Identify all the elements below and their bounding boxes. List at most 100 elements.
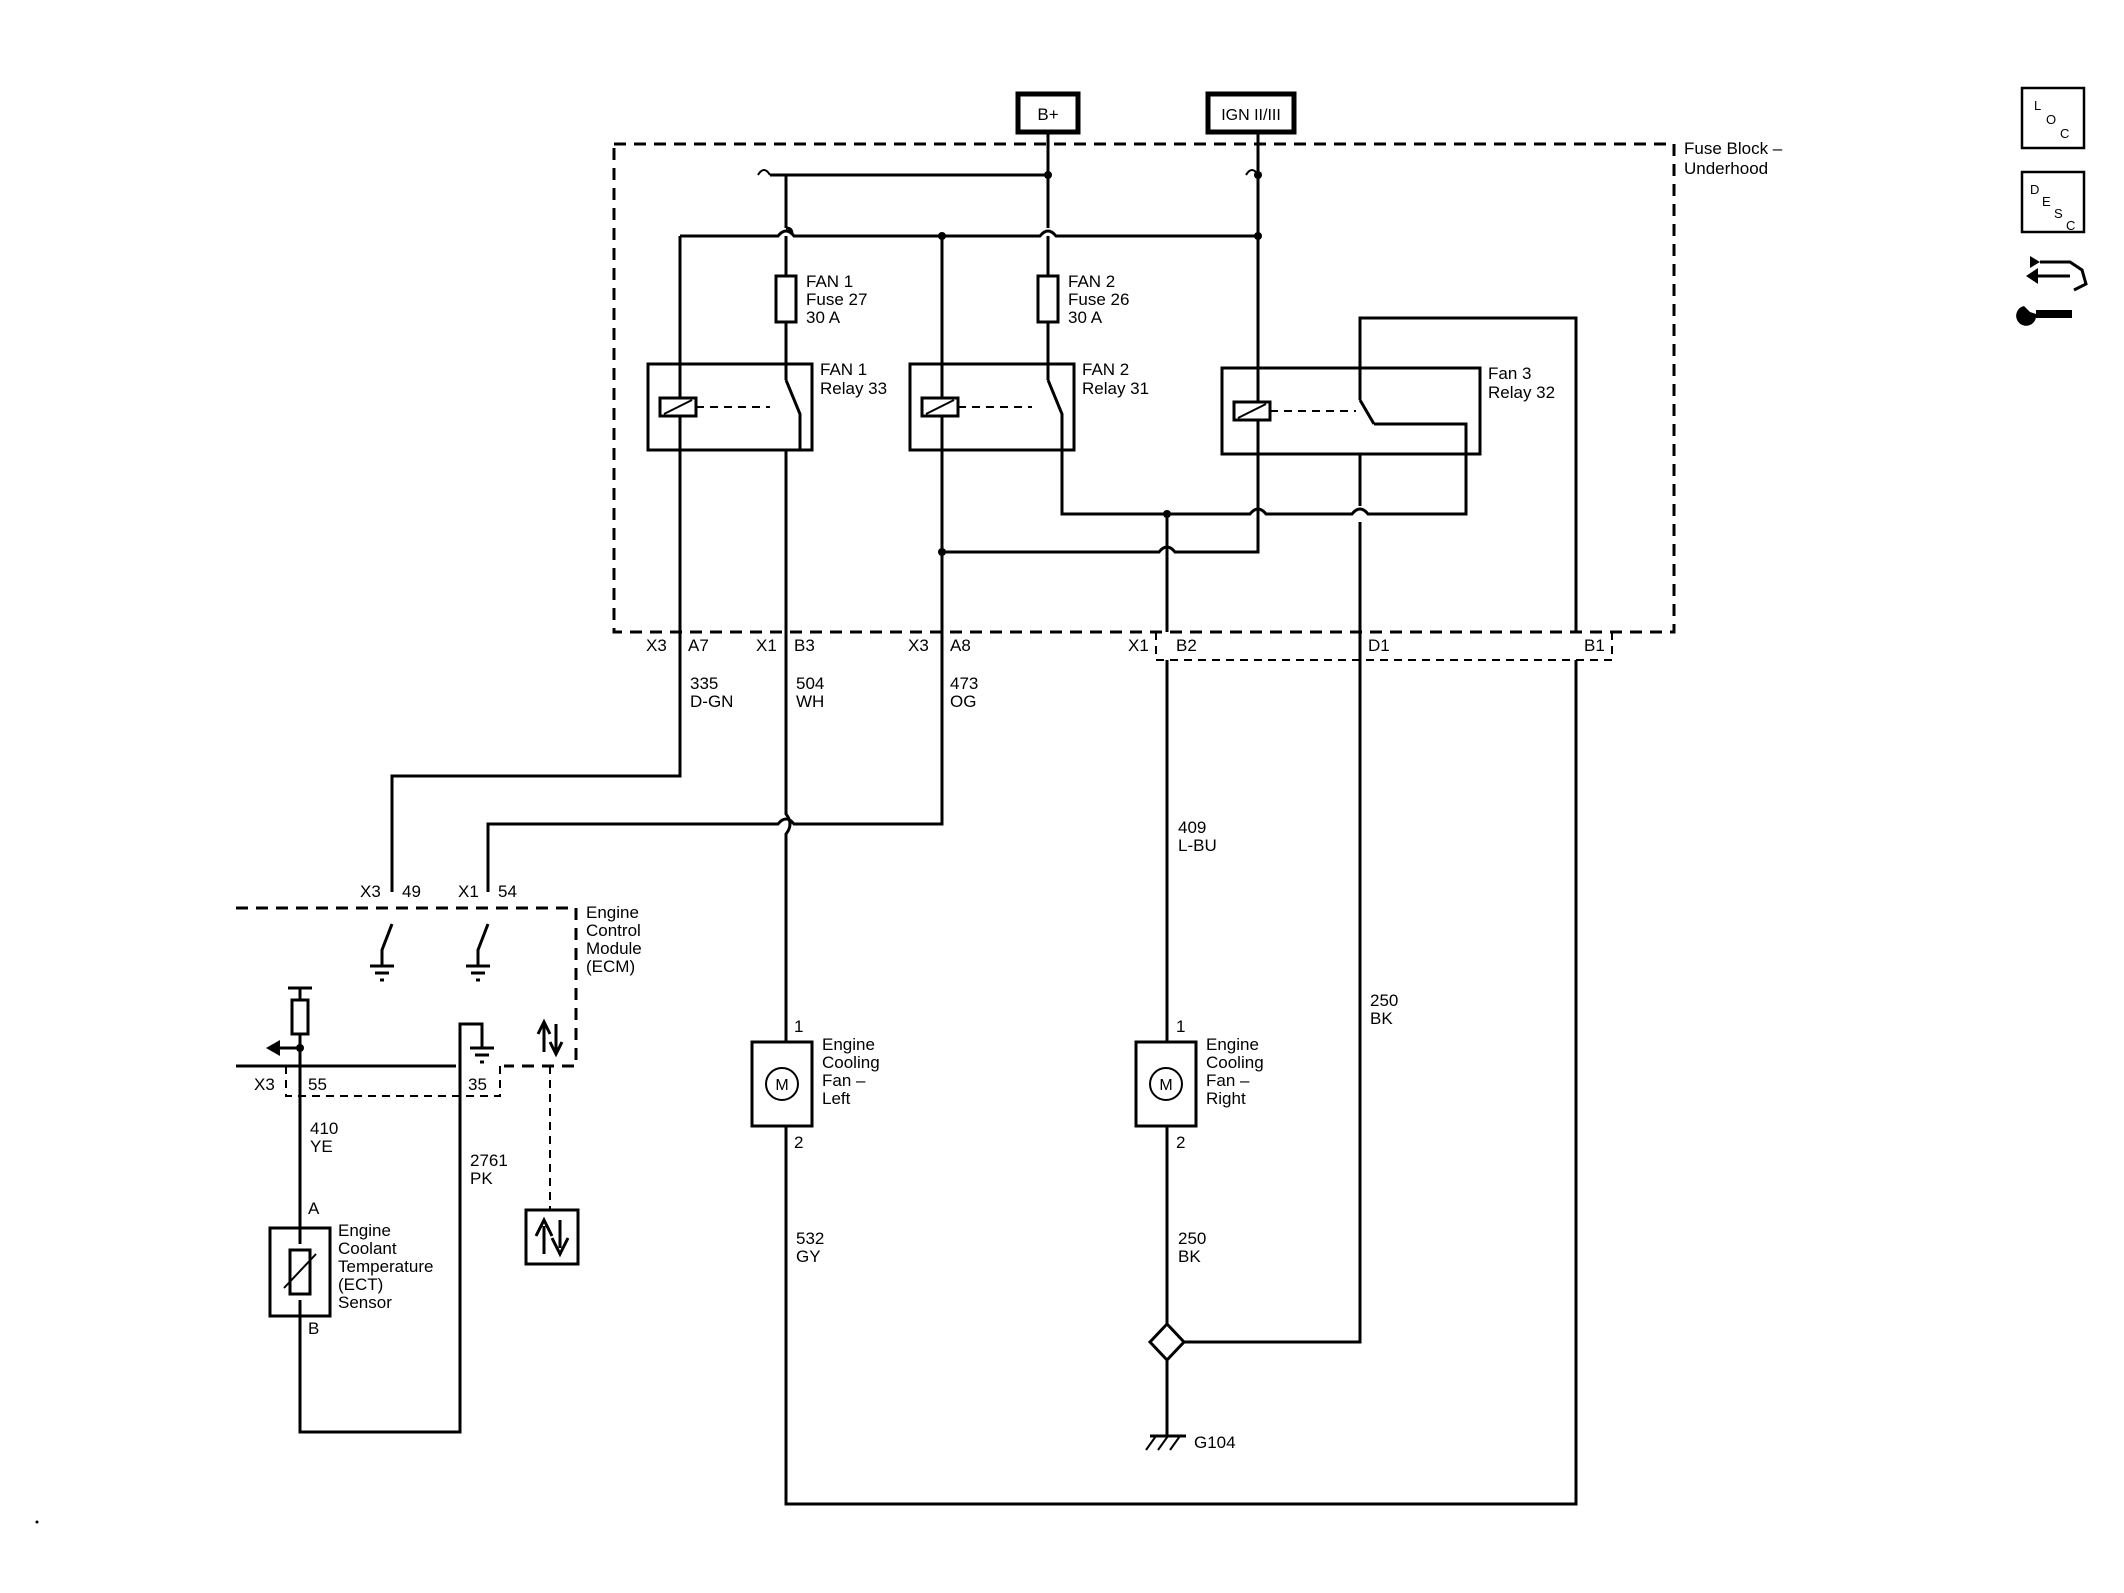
battery-source-box: B+: [1015, 91, 1081, 135]
location-button[interactable]: L O C: [2020, 86, 2086, 150]
cooling-fan-left: M 1 2 Engine Cooling Fan – Left: [750, 1017, 880, 1152]
desc-d: D: [2030, 182, 2039, 197]
fan2-relay: FAN 2 Relay 31: [908, 360, 1149, 452]
fan2-fuse: FAN 2 Fuse 26 30 A: [1036, 236, 1129, 368]
ecm-pin-35: 35: [468, 1075, 487, 1094]
circuit-250b-num: 250: [1178, 1229, 1206, 1248]
circuit-409-num: 409: [1178, 818, 1206, 837]
fan2-fuse-label2: Fuse 26: [1068, 290, 1129, 309]
circuit-410-color: YE: [310, 1137, 333, 1156]
fuse-block-title-line2: Underhood: [1684, 159, 1768, 178]
fan-right-motor-symbol: M: [1159, 1077, 1172, 1094]
serial-data-symbol: [524, 1208, 580, 1266]
stray-dot: [35, 1520, 39, 1524]
circuit-504-num: 504: [796, 674, 824, 693]
fan-right-pin1: 1: [1176, 1017, 1185, 1036]
fan1-fuse-label2: Fuse 27: [806, 290, 867, 309]
ect-label-5: Sensor: [338, 1293, 392, 1312]
circuit-473-num: 473: [950, 674, 978, 693]
desc-s: S: [2054, 206, 2063, 221]
ground-g104: G104: [1145, 1321, 1236, 1452]
loc-c: C: [2060, 126, 2069, 141]
ect-sensor: A B Engine Coolant Temperature (ECT) Sen…: [268, 1199, 433, 1338]
fan1-relay-label1: FAN 1: [820, 360, 867, 379]
circuit-532-num: 532: [796, 1229, 824, 1248]
loc-l: L: [2034, 98, 2041, 113]
fan-right-label-1: Engine: [1206, 1035, 1259, 1054]
fan-left-pin1: 1: [794, 1017, 803, 1036]
ignition-source-box: IGN II/III: [1205, 91, 1297, 135]
ignition-source-label: IGN II/III: [1221, 107, 1281, 124]
fan1-fuse-label3: 30 A: [806, 308, 841, 327]
ect-label-4: (ECT): [338, 1275, 383, 1294]
fan1-fuse-label1: FAN 1: [806, 272, 853, 291]
fan1-relay: FAN 1 Relay 33: [646, 360, 887, 452]
fan1-relay-label2: Relay 33: [820, 379, 887, 398]
fan-left-label-3: Fan –: [822, 1071, 866, 1090]
circuit-250a-num: 250: [1370, 991, 1398, 1010]
circuit-532-color: GY: [796, 1247, 821, 1266]
ecm-pin-49: 49: [402, 882, 421, 901]
ect-label-1: Engine: [338, 1221, 391, 1240]
fan-right-label-2: Cooling: [1206, 1053, 1264, 1072]
ecm-label-1: Engine: [586, 903, 639, 922]
pin-b3: B3: [794, 636, 815, 655]
pin-a7: A7: [688, 636, 709, 655]
pin-b2: B2: [1176, 636, 1197, 655]
ect-label-2: Coolant: [338, 1239, 397, 1258]
desc-c: C: [2066, 218, 2075, 233]
connector-wrench-icon[interactable]: [2016, 256, 2088, 326]
description-button[interactable]: D E S C: [2020, 170, 2086, 234]
ecm-label-3: Module: [586, 939, 642, 958]
circuit-335-color: D-GN: [690, 692, 733, 711]
fan1-fuse: FAN 1 Fuse 27 30 A: [774, 236, 867, 368]
fan-right-pin2: 2: [1176, 1133, 1185, 1152]
circuit-250b-color: BK: [1178, 1247, 1201, 1266]
fan-left-label-1: Engine: [822, 1035, 875, 1054]
pin-x3-b: X3: [908, 636, 929, 655]
fan-left-pin2: 2: [794, 1133, 803, 1152]
ground-label: G104: [1194, 1433, 1236, 1452]
fuse-block-underhood: Fuse Block – Underhood: [612, 139, 1783, 634]
fan-left-label-4: Left: [822, 1089, 851, 1108]
ect-pin-a: A: [308, 1199, 320, 1218]
pin-x1-a: X1: [756, 636, 777, 655]
fan-left-motor-symbol: M: [775, 1077, 788, 1094]
pin-a8: A8: [950, 636, 971, 655]
circuit-473-color: OG: [950, 692, 976, 711]
fan3-relay: Fan 3 Relay 32: [1220, 364, 1555, 456]
loc-o: O: [2046, 112, 2056, 127]
battery-source-label: B+: [1037, 105, 1058, 124]
fuse-block-connector-pins: X3 A7 X1 B3 X3 A8 X1 B2 D1 B1: [646, 636, 1605, 655]
fuse-block-title-line1: Fuse Block –: [1684, 139, 1783, 158]
pin-x1-b: X1: [1128, 636, 1149, 655]
fan3-relay-label1: Fan 3: [1488, 364, 1531, 383]
fan2-fuse-label1: FAN 2: [1068, 272, 1115, 291]
circuit-2761-color: PK: [470, 1169, 493, 1188]
circuit-250a-color: BK: [1370, 1009, 1393, 1028]
circuit-410-num: 410: [310, 1119, 338, 1138]
pin-x3-a: X3: [646, 636, 667, 655]
fan3-relay-label2: Relay 32: [1488, 383, 1555, 402]
ecm-label-4: (ECM): [586, 957, 635, 976]
fan2-relay-label1: FAN 2: [1082, 360, 1129, 379]
circuit-335-num: 335: [690, 674, 718, 693]
fan-right-label-3: Fan –: [1206, 1071, 1250, 1090]
ecm-pin-x3-top: X3: [360, 882, 381, 901]
ecm-pin-x3-bottom: X3: [254, 1075, 275, 1094]
ecm-label-2: Control: [586, 921, 641, 940]
cooling-fan-right: M 1 2 Engine Cooling Fan – Right: [1134, 1017, 1264, 1152]
circuit-2761-num: 2761: [470, 1151, 508, 1170]
circuit-504-color: WH: [796, 692, 824, 711]
ect-label-3: Temperature: [338, 1257, 433, 1276]
ecm-pin-x1-top: X1: [458, 882, 479, 901]
pin-b1: B1: [1584, 636, 1605, 655]
ecm-module: Engine Control Module (ECM) X3 49 X1 54 …: [236, 882, 642, 1210]
ecm-pin-55: 55: [308, 1075, 327, 1094]
pin-d1: D1: [1368, 636, 1390, 655]
fan2-relay-label2: Relay 31: [1082, 379, 1149, 398]
ecm-pin-54: 54: [498, 882, 517, 901]
desc-e: E: [2042, 194, 2051, 209]
fan-right-label-4: Right: [1206, 1089, 1246, 1108]
